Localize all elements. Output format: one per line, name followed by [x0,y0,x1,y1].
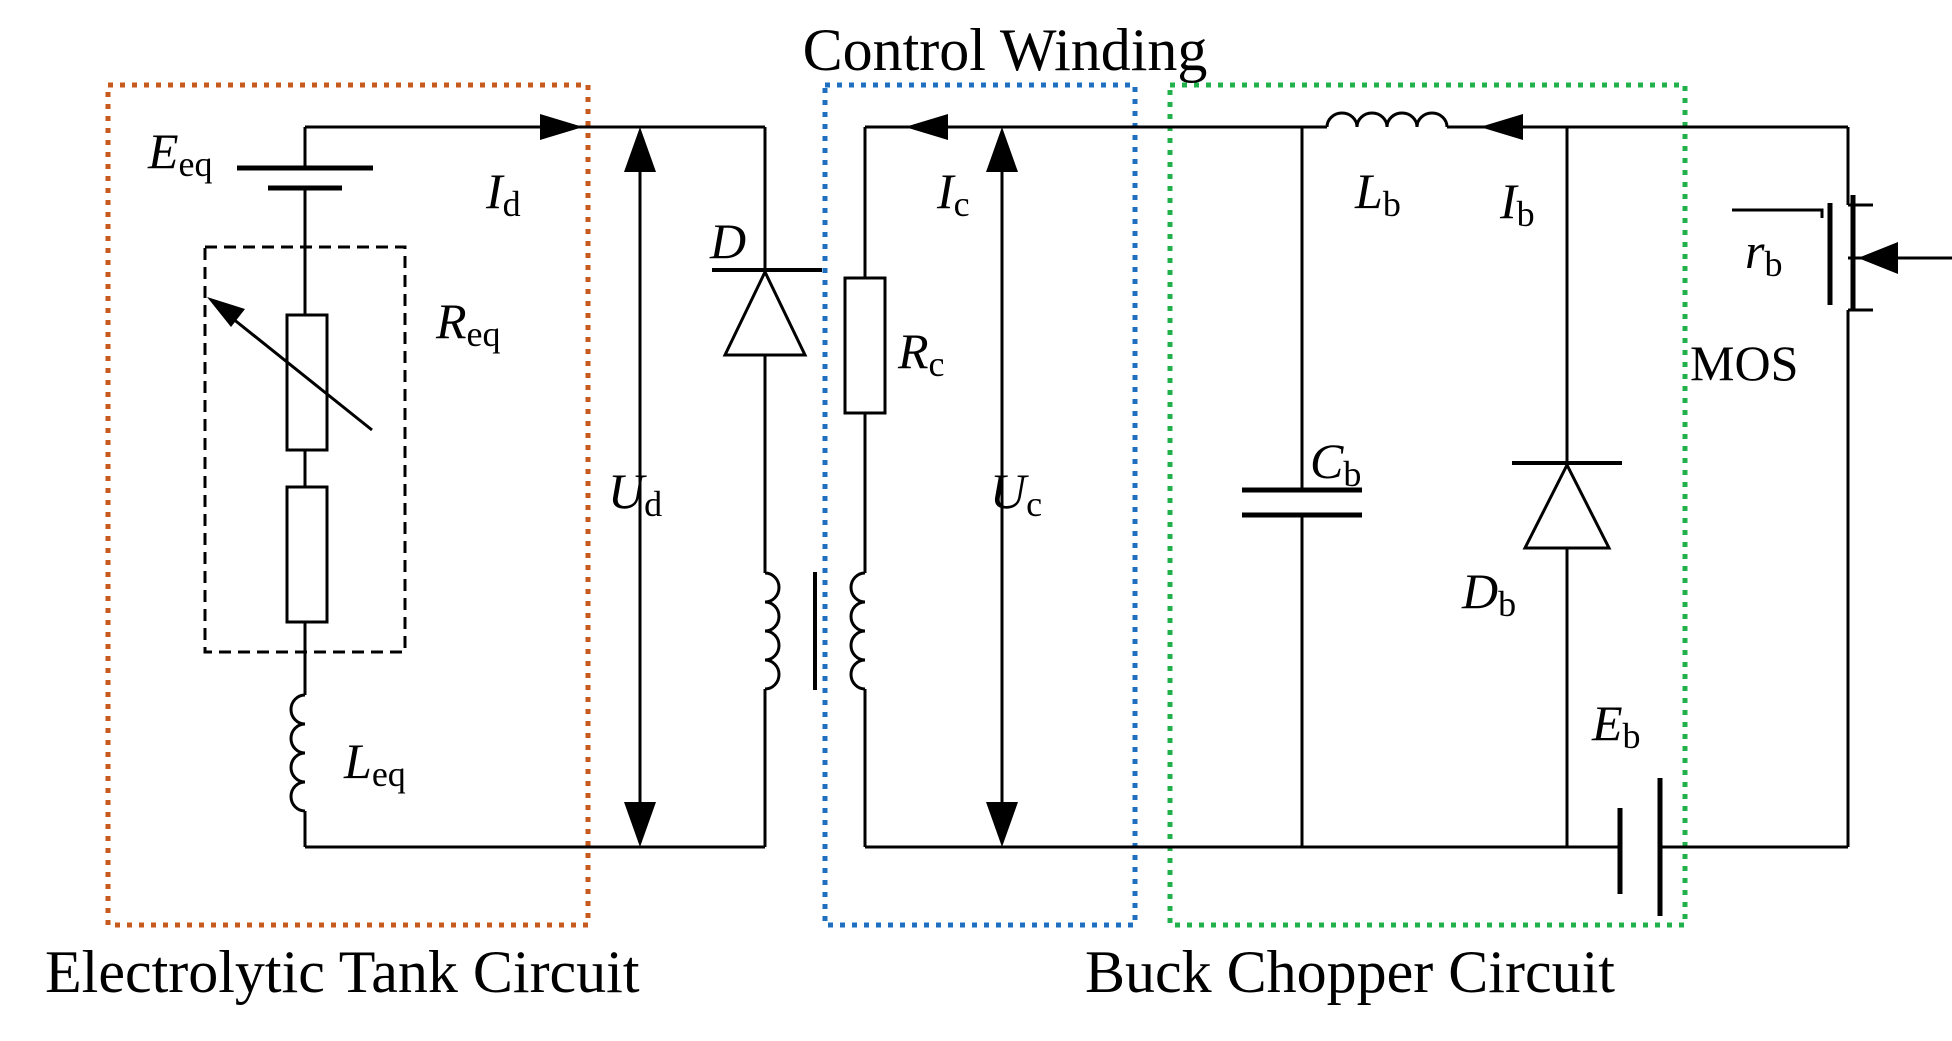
label-r-b: rb [1745,223,1782,284]
inductor-l-b [1325,111,1449,128]
label-e-b: Eb [1591,695,1641,756]
battery-e-b [1617,778,1663,916]
label-i-c: Ic [936,163,970,224]
label-c-b: Cb [1310,433,1361,494]
label-d-b: Db [1461,563,1516,624]
voltage-arrow-u-c [986,127,1018,847]
control-winding-region [822,82,1138,928]
label-i-d: Id [485,163,521,224]
current-arrow-i-b-icon [1480,114,1523,140]
electrolytic-tank-region [105,82,591,928]
label-r-eq: Req [435,293,501,354]
label-e-eq: Eeq [147,123,213,184]
battery-e-eq [237,165,373,191]
r-eq-dashed-box [203,245,407,654]
label-u-c: Uc [990,463,1042,524]
label-u-d: Ud [608,463,662,524]
label-l-eq: Leq [343,733,406,794]
capacitor-c-b [1242,127,1362,847]
gate-arrow-icon [1858,242,1898,274]
variable-resistor-arrow-icon [207,297,245,327]
voltage-arrow-u-d [624,127,656,847]
label-mos: MOS [1690,335,1798,391]
current-arrow-i-c-icon [905,114,948,140]
diode-d [712,268,822,357]
resistor-r-eq [221,308,373,624]
label-i-b: Ib [1499,173,1535,234]
caption-electrolytic-tank: Electrolytic Tank Circuit [45,939,640,1005]
secondary-winding [849,571,866,691]
buck-chopper-region [1167,82,1688,928]
diode-d-b [1512,127,1622,847]
label-r-c: Rc [897,323,945,384]
caption-control-winding: Control Winding [803,17,1208,83]
mos-switch [1732,127,1952,847]
caption-buck-chopper: Buck Chopper Circuit [1085,939,1615,1005]
resistor-r-c [843,276,887,415]
inductor-l-eq [289,693,306,813]
label-d: D [709,213,746,269]
primary-winding [764,571,781,691]
label-l-b: Lb [1354,163,1401,224]
current-arrow-i-d-icon [540,114,583,140]
